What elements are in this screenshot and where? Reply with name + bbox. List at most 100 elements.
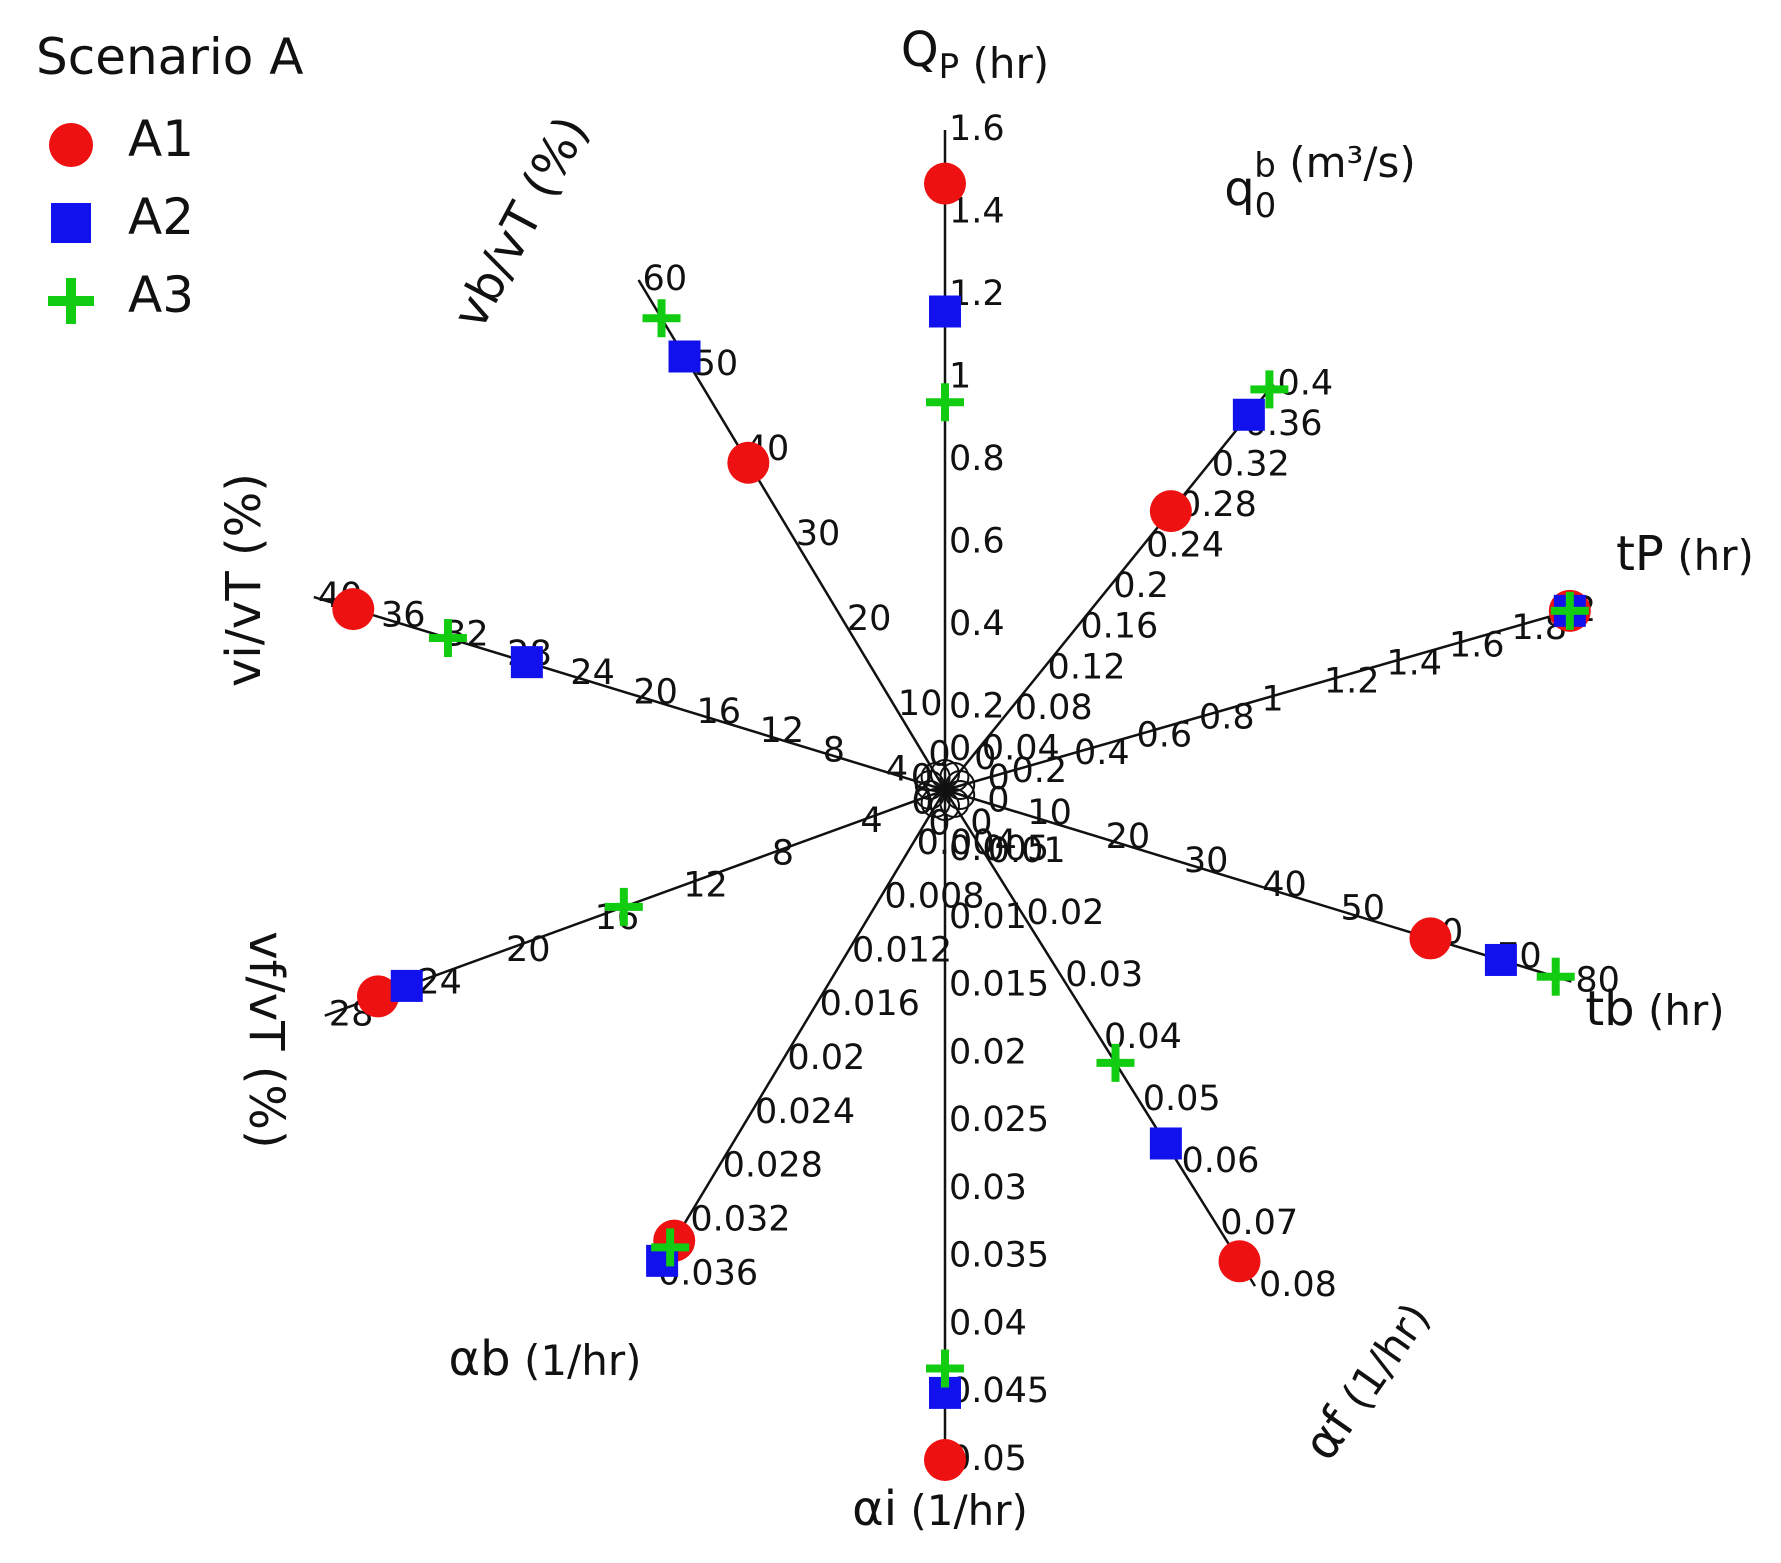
tick-label: 0.008 [884,877,984,917]
tick-label: 0 [928,735,950,775]
tick-label: 0.005 [949,829,1049,869]
tick-label: 0.28 [1179,485,1257,525]
tick-label: 0 [987,758,1009,798]
data-point-a2 [510,646,543,679]
axis-line-tp [944,609,1571,792]
data-point-a2 [1484,943,1517,976]
legend-item-a2: A2 [36,182,303,260]
tick-label: 0.8 [1199,697,1255,737]
tick-label: 0.03 [1065,955,1143,995]
legend-label: A3 [128,266,195,324]
tick-label: 0.03 [949,1168,1027,1208]
tick-label: 0 [928,803,950,843]
legend-label: A2 [128,188,195,246]
tick-label: 0.24 [1146,526,1224,566]
tick-label: 40 [1262,865,1307,905]
tick-label: 0 [987,781,1009,821]
tick-label: 0.028 [723,1146,823,1186]
tick-label: 36 [381,595,426,635]
data-point-a1 [924,162,966,205]
tick-label: 1 [1261,679,1283,719]
axis-title: αi (1/hr) [852,1481,1028,1537]
data-point-a3 [604,887,643,926]
tick-label: 16 [697,692,742,732]
data-point-a1 [727,441,770,484]
axis-title: QP (hr) [901,22,1049,88]
tick-label: 4 [886,750,908,790]
axis-line-vfvt [324,788,946,1017]
data-point-a1 [1149,490,1192,533]
tick-label: 0.02 [787,1038,865,1078]
tick-label: 30 [796,514,841,554]
tick-label: 0.08 [1259,1265,1337,1305]
tick-label: 60 [643,259,688,299]
tick-label: 0.01 [949,897,1027,937]
tick-label: 0.035 [949,1236,1049,1276]
tick-label: 0.2 [1011,751,1067,791]
chart-title: Scenario A [36,28,304,86]
tick-label: 24 [570,653,615,693]
square-marker-icon [51,203,91,243]
legend-item-a3: A3 [36,260,303,338]
data-point-a3 [926,383,964,422]
tick-label: 0.08 [1015,688,1093,728]
tick-label: 12 [683,866,728,906]
axis-title: q0b (m³/s) [1224,138,1416,226]
tick-label: 0.004 [917,823,1017,863]
data-point-a1 [1409,917,1452,960]
tick-label: 20 [847,599,892,639]
tick-label: 0.024 [755,1092,855,1132]
axis-title: vf/vT (%) [238,931,294,1149]
legend: Scenario A A1 A2 A3 [36,28,303,338]
tick-label: 4 [860,801,882,841]
axis-title: tb (hr) [1585,981,1724,1037]
tick-label: 50 [1340,889,1385,929]
tick-label: 0.12 [1048,647,1126,687]
tick-label: 0.05 [1143,1079,1221,1119]
data-point-a2 [929,295,961,328]
tick-label: 30 [1184,841,1229,881]
plus-marker-icon [48,278,94,324]
legend-label: A1 [128,110,195,168]
tick-label: 1.2 [1324,662,1380,702]
tick-label: 20 [506,930,551,970]
axis-line-ab [652,789,947,1275]
tick-label: 0 [974,738,996,778]
axis-title: tP (hr) [1616,526,1754,582]
data-point-a1 [356,975,399,1018]
data-point-a3 [642,299,681,338]
tick-label: 0.012 [852,930,952,970]
axis-line-af [943,789,1257,1287]
tick-label: 1.4 [1386,644,1442,684]
tick-label: 0.2 [1113,566,1169,606]
data-point-a2 [1232,398,1265,431]
data-point-a3 [1550,591,1589,630]
tick-label: 0 [911,783,933,823]
data-point-a3 [428,619,467,658]
axis-title: vi/vT (%) [216,473,272,687]
tick-label: 24 [417,962,462,1002]
data-point-a3 [926,1349,964,1388]
legend-item-a1: A1 [36,104,303,182]
axis-line-tb [944,788,1572,983]
tick-label: 20 [633,673,678,713]
tick-label: 0.32 [1212,444,1290,484]
tick-label: 10 [898,684,943,724]
data-point-a2 [390,969,423,1002]
tick-label: 0.02 [1027,893,1105,933]
axis-title: αb (1/hr) [449,1331,642,1387]
circle-marker-icon [49,123,93,167]
axis-title: vb/vT (%) [442,107,600,337]
tick-label: 0.16 [1080,607,1158,647]
data-point-a3 [1536,957,1575,996]
axis-line-q0b [944,383,1275,791]
tick-label: 20 [1106,817,1151,857]
tick-label: 0.01 [988,831,1066,871]
tick-label: 0.07 [1220,1203,1298,1243]
tick-label: 0 [911,757,933,797]
tick-label: 80 [1575,961,1620,1001]
axis-title: αf (1/hr) [1292,1291,1441,1470]
tick-label: 8 [772,833,794,873]
data-point-a3 [1250,370,1289,409]
